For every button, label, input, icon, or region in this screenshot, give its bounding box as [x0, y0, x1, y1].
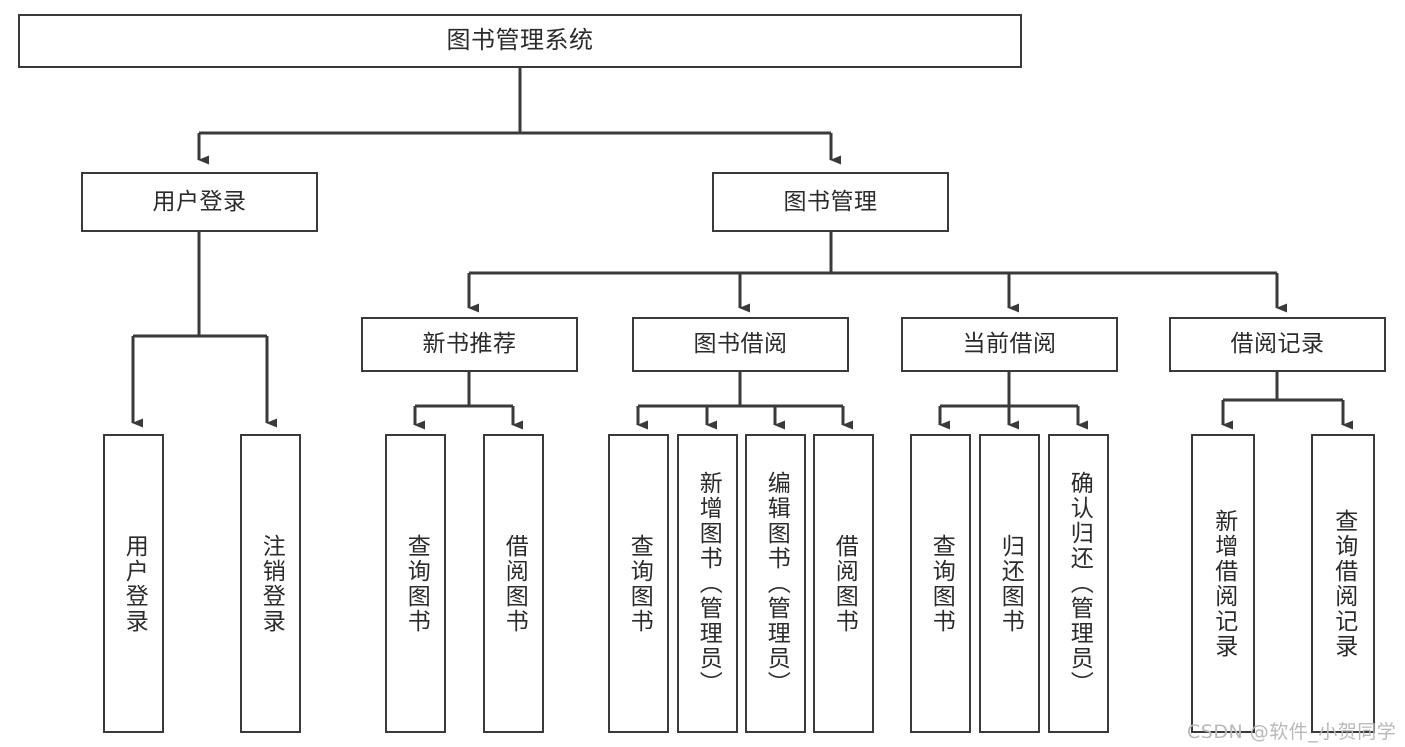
- leaf-logout[interactable]: 注销登录: [240, 434, 301, 733]
- leaf-add-book-admin[interactable]: 新增图书（管理员）: [677, 434, 738, 733]
- node-label: 查询图书: [403, 533, 430, 634]
- node-label: 查询图书: [626, 533, 653, 634]
- node-label: 用户登录: [121, 533, 148, 634]
- node-book-borrow[interactable]: 图书借阅: [632, 317, 849, 372]
- leaf-new-book-borrow[interactable]: 借阅图书: [483, 434, 544, 733]
- node-book-management[interactable]: 图书管理: [712, 172, 949, 232]
- node-label: 新书推荐: [422, 331, 517, 358]
- node-label: 查询借阅记录: [1330, 508, 1357, 659]
- node-borrow-record[interactable]: 借阅记录: [1169, 317, 1386, 372]
- node-label: 新增借阅记录: [1210, 508, 1237, 659]
- leaf-borrow-book[interactable]: 借阅图书: [813, 434, 874, 733]
- node-label: 借阅图书: [501, 533, 528, 634]
- node-current-borrow[interactable]: 当前借阅: [901, 317, 1118, 372]
- leaf-current-query-book[interactable]: 查询图书: [910, 434, 971, 733]
- node-label: 注销登录: [258, 533, 285, 634]
- node-root-system[interactable]: 图书管理系统: [18, 14, 1022, 68]
- leaf-new-book-query[interactable]: 查询图书: [385, 434, 446, 733]
- leaf-confirm-return-admin[interactable]: 确认归还（管理员）: [1048, 434, 1109, 733]
- node-new-book-recommend[interactable]: 新书推荐: [361, 317, 578, 372]
- node-label: 图书借阅: [693, 331, 788, 358]
- node-user-login[interactable]: 用户登录: [81, 172, 318, 232]
- node-label: 图书管理: [783, 188, 878, 215]
- node-label: 查询图书: [928, 533, 955, 634]
- leaf-add-borrow-record[interactable]: 新增借阅记录: [1191, 434, 1255, 733]
- leaf-query-borrow-record[interactable]: 查询借阅记录: [1311, 434, 1375, 733]
- watermark-text: CSDN @软件_小贺同学: [1187, 721, 1397, 743]
- node-label: 归还图书: [997, 533, 1024, 634]
- leaf-borrow-query-book[interactable]: 查询图书: [608, 434, 669, 733]
- node-label: 借阅记录: [1230, 331, 1325, 358]
- node-label: 编辑图书（管理员）: [763, 471, 790, 696]
- node-label: 确认归还（管理员）: [1066, 471, 1093, 696]
- node-label: 借阅图书: [831, 533, 858, 634]
- leaf-user-login[interactable]: 用户登录: [103, 434, 164, 733]
- node-label: 当前借阅: [962, 331, 1057, 358]
- node-label: 新增图书（管理员）: [695, 471, 722, 696]
- node-label: 图书管理系统: [446, 26, 594, 55]
- leaf-return-book[interactable]: 归还图书: [979, 434, 1040, 733]
- leaf-edit-book-admin[interactable]: 编辑图书（管理员）: [745, 434, 806, 733]
- node-label: 用户登录: [152, 188, 247, 215]
